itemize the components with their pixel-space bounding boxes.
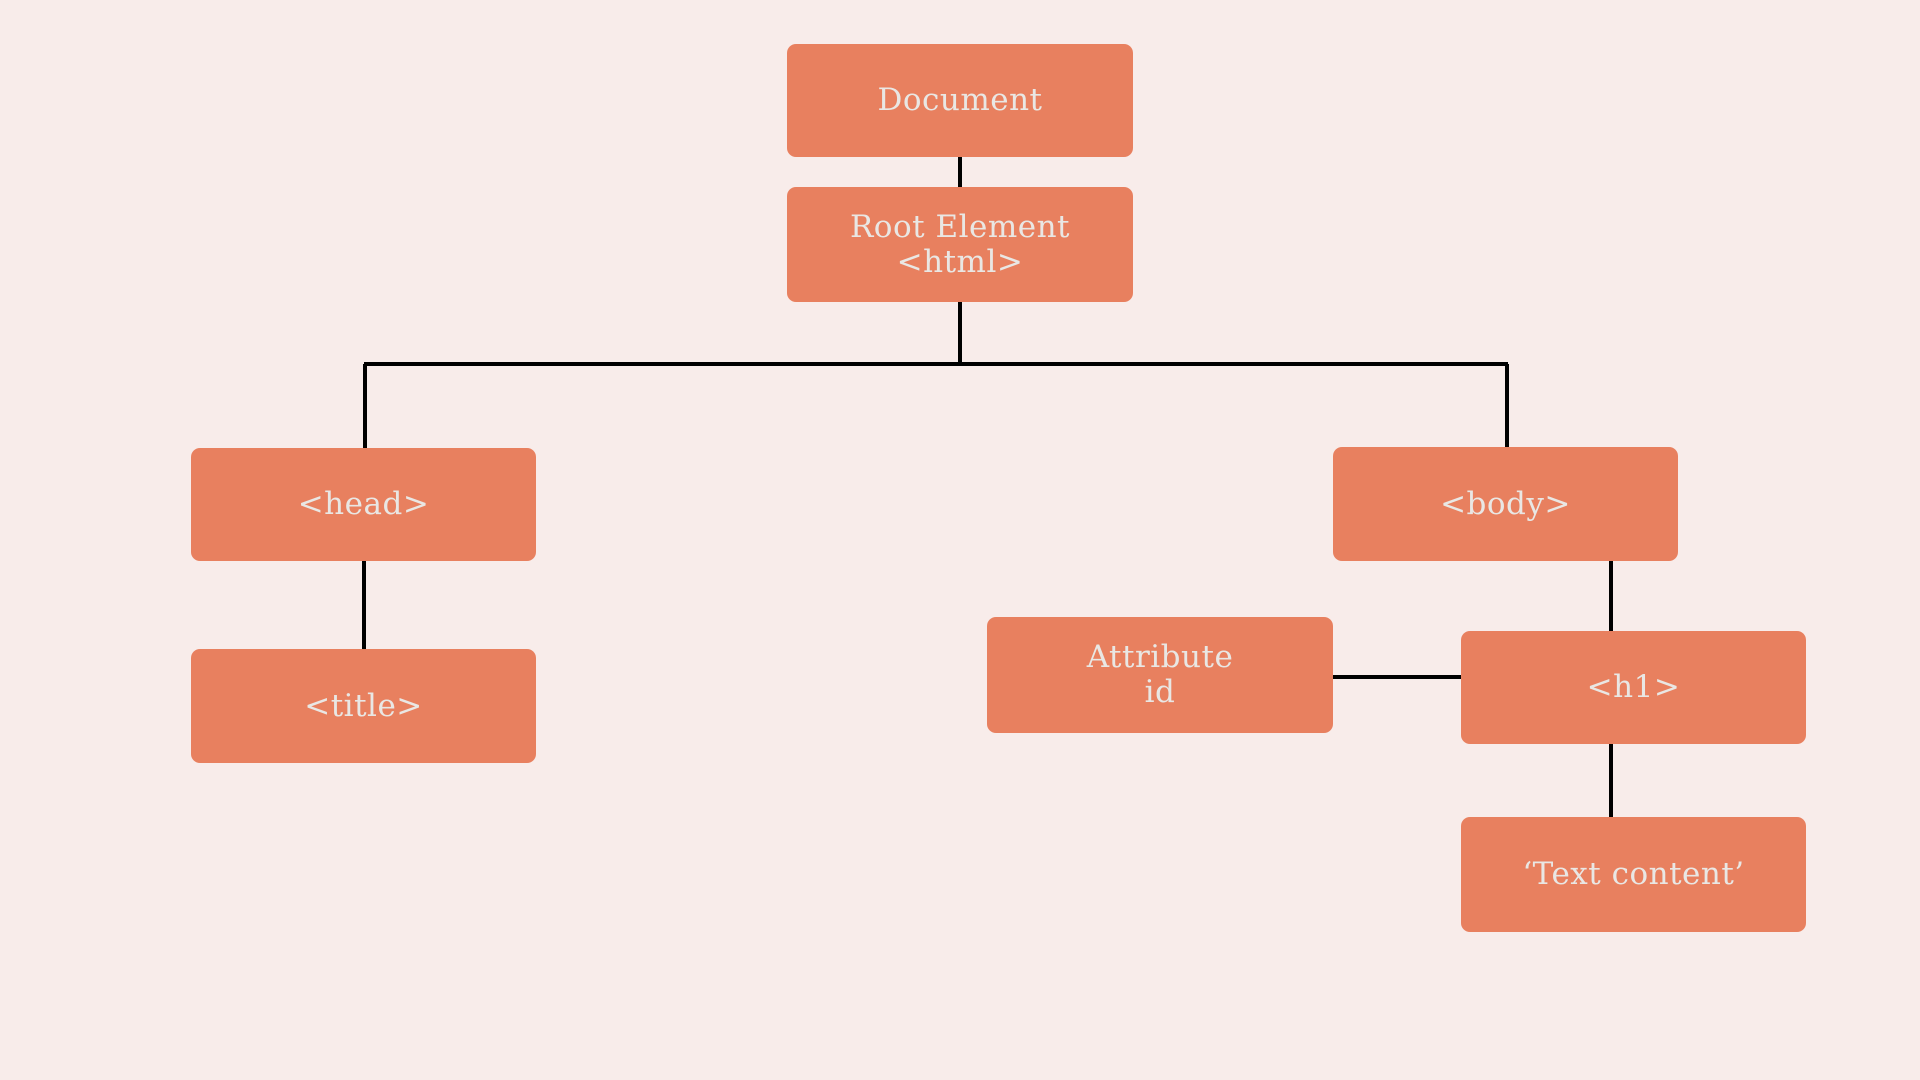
- node-text-content-label: ‘Text content’: [1522, 856, 1745, 893]
- node-text-content[interactable]: ‘Text content’: [1461, 817, 1806, 932]
- node-document-label: Document: [877, 82, 1043, 119]
- node-head[interactable]: <head>: [191, 448, 536, 561]
- node-attribute-label: Attribute: [1086, 639, 1234, 676]
- node-title-label: <title>: [304, 687, 423, 724]
- node-h1[interactable]: <h1>: [1461, 631, 1806, 744]
- node-title[interactable]: <title>: [191, 649, 536, 763]
- node-attribute-name: id: [1144, 674, 1176, 710]
- node-root-element[interactable]: Root Element <html>: [787, 187, 1133, 302]
- node-root-element-tag: <html>: [896, 243, 1024, 280]
- node-root-element-label: Root Element: [849, 208, 1071, 245]
- node-body[interactable]: <body>: [1333, 447, 1678, 561]
- node-body-label: <body>: [1440, 485, 1571, 522]
- node-h1-label: <h1>: [1586, 669, 1681, 706]
- node-attribute[interactable]: Attribute id: [987, 617, 1333, 733]
- node-document[interactable]: Document: [787, 44, 1133, 157]
- node-head-label: <head>: [297, 486, 430, 523]
